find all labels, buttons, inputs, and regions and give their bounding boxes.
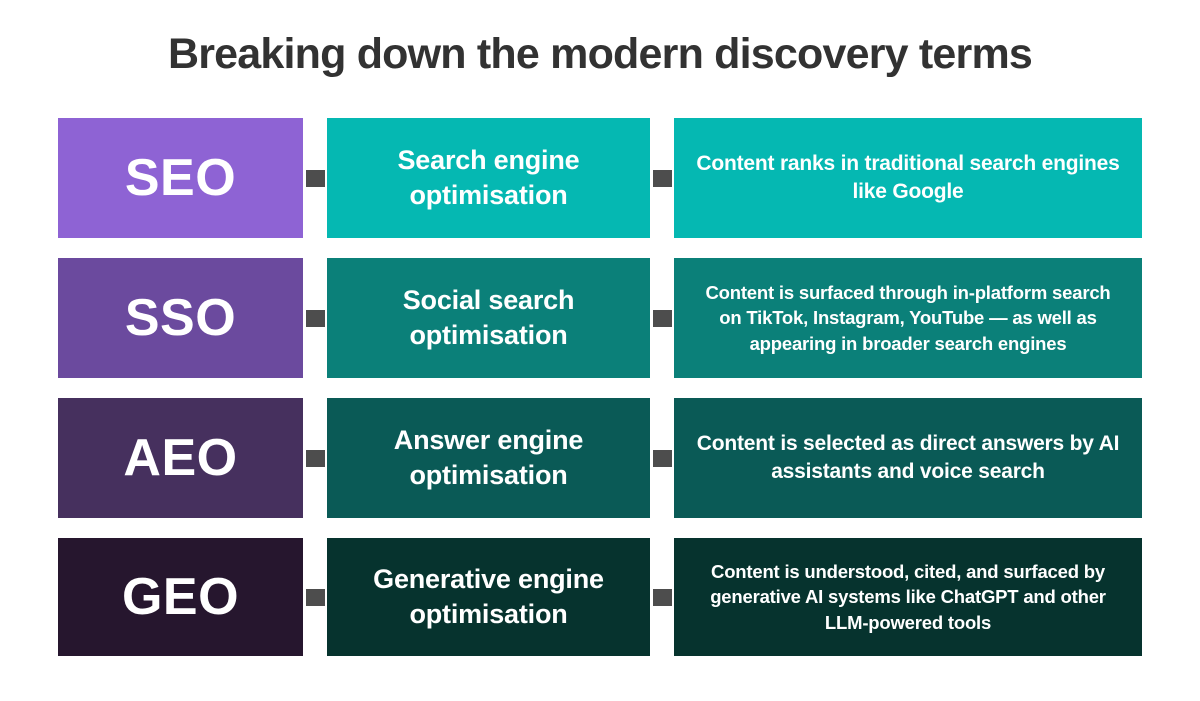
term-row: SEO Search engine optimisation Content r… [58, 118, 1142, 238]
term-rows: SEO Search engine optimisation Content r… [58, 118, 1142, 656]
term-block: Answer engine optimisation [327, 398, 650, 518]
description-block: Content is surfaced through in-platform … [674, 258, 1142, 378]
connector-square-icon [305, 588, 325, 606]
term-block: Generative engine optimisation [327, 538, 650, 656]
connector-right [650, 118, 674, 238]
term-row: GEO Generative engine optimisation Conte… [58, 538, 1142, 656]
connector-square-icon [305, 449, 325, 467]
connector-square-icon [652, 309, 672, 327]
connector-square-icon [652, 449, 672, 467]
connector-square-icon [652, 169, 672, 187]
description-block: Content ranks in traditional search engi… [674, 118, 1142, 238]
page-title: Breaking down the modern discovery terms [167, 30, 1033, 78]
term-block: Social search optimisation [327, 258, 650, 378]
connector-left [303, 398, 327, 518]
connector-left [303, 258, 327, 378]
connector-left [303, 118, 327, 238]
connector-square-icon [652, 588, 672, 606]
connector-right [650, 258, 674, 378]
connector-square-icon [305, 309, 325, 327]
connector-left [303, 538, 327, 656]
acronym-block: SSO [58, 258, 303, 378]
acronym-block: AEO [58, 398, 303, 518]
connector-right [650, 398, 674, 518]
term-row: SSO Social search optimisation Content i… [58, 258, 1142, 378]
acronym-block: SEO [58, 118, 303, 238]
term-block: Search engine optimisation [327, 118, 650, 238]
description-block: Content is selected as direct answers by… [674, 398, 1142, 518]
acronym-block: GEO [58, 538, 303, 656]
description-block: Content is understood, cited, and surfac… [674, 538, 1142, 656]
connector-square-icon [305, 169, 325, 187]
connector-right [650, 538, 674, 656]
term-row: AEO Answer engine optimisation Content i… [58, 398, 1142, 518]
